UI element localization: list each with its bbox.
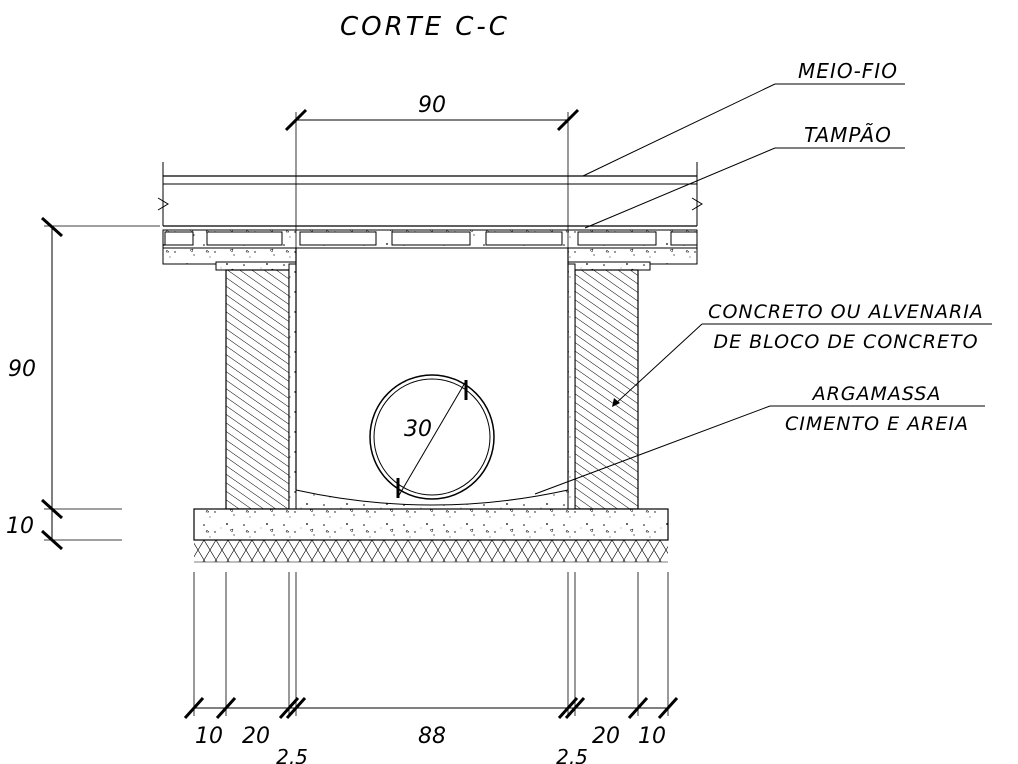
bottom-dim-6: 20 [592,724,620,749]
bottom-dim-4: 88 [418,724,446,749]
bottom-dim-3: 2,5 [276,745,308,764]
callout-argamassa: ARGAMASSA CIMENTO E AREIA [534,383,985,495]
argamassa-label-2: CIMENTO E AREIA [785,413,969,435]
left-height-dimension: 90 10 [6,216,160,551]
right-wall [567,263,639,510]
drawing-title: CORTE C-C [340,12,510,42]
top-slab [162,247,698,271]
callout-concreto: CONCRETO OU ALVENARIA DE BLOCO DE CONCRE… [612,301,992,407]
cover-plates [162,229,698,249]
argamassa-label-1: ARGAMASSA [811,383,942,405]
bottom-dim-7: 10 [638,724,666,749]
left-wall [225,263,297,510]
mortar-floor [295,489,569,510]
callout-tampao: TAMPÃO [584,123,905,229]
tampao-label: TAMPÃO [804,123,892,147]
concreto-label-2: DE BLOCO DE CONCRETO [713,331,978,353]
left-height-label: 90 [8,357,36,382]
pipe-diameter-label: 30 [404,417,432,442]
concreto-label-1: CONCRETO OU ALVENARIA [708,301,984,323]
top-width-dimension: 90 [284,93,580,248]
base-slab [193,508,669,563]
left-base-label: 10 [6,514,34,539]
meio-fio-label: MEIO-FIO [798,59,898,83]
bottom-dimensions: 10 20 2,5 88 2,5 20 10 [183,572,679,764]
callout-meio-fio: MEIO-FIO [582,59,905,177]
bottom-dim-1: 10 [195,724,223,749]
bottom-dim-2: 20 [242,724,270,749]
top-width-label: 90 [418,93,446,118]
bottom-dim-5: 2,5 [556,745,588,764]
chamber [295,248,569,490]
pipe: 30 [369,374,495,500]
curb [157,162,703,227]
